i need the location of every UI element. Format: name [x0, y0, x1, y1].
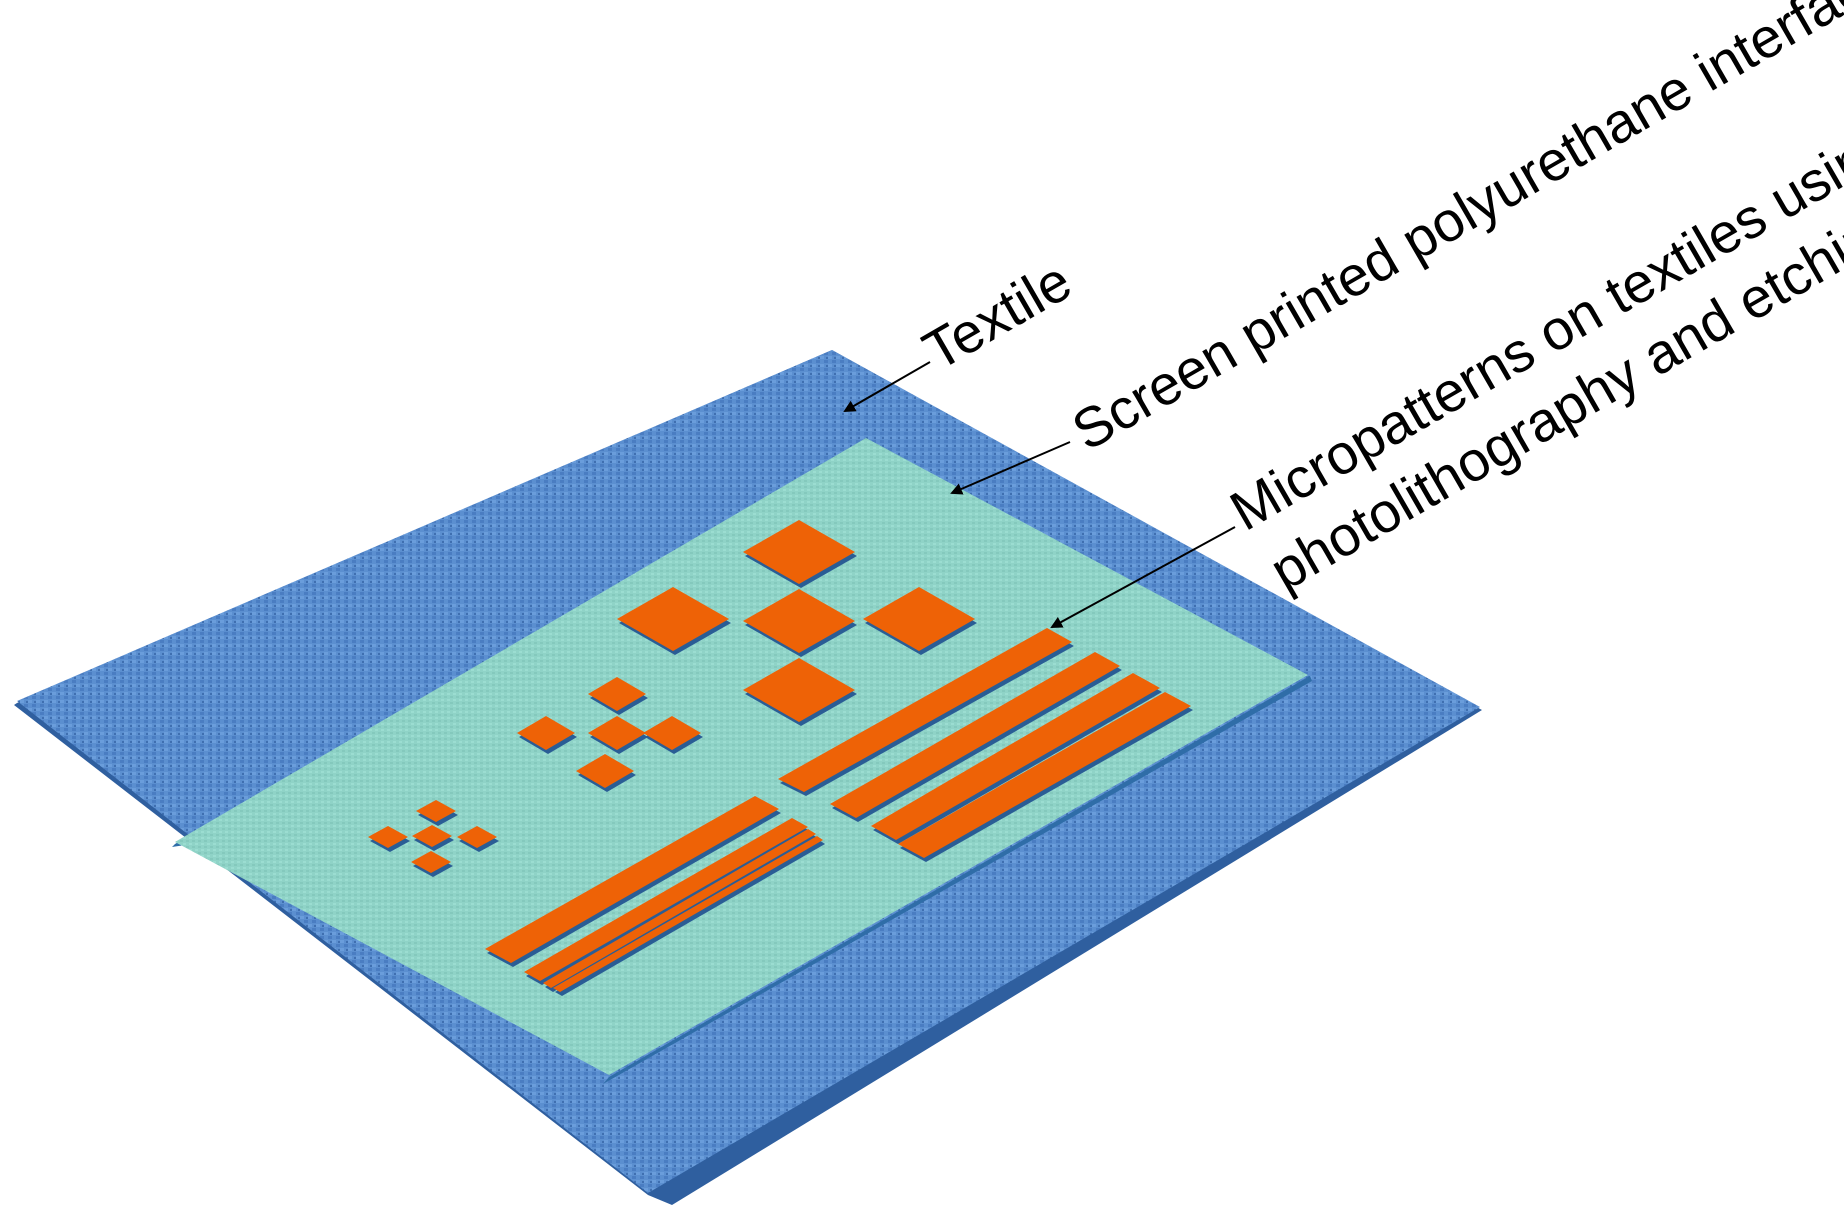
medium-square-left: [517, 716, 575, 750]
medium-square-right: [643, 716, 701, 750]
interface-layer: [172, 438, 1312, 1084]
medium-square-top: [588, 677, 646, 711]
line-wide-4: [898, 692, 1191, 858]
line-left-4: [553, 836, 823, 992]
micropatterns-arrow: [1050, 526, 1236, 628]
large-square-bottom: [743, 658, 855, 722]
line-wide-3: [871, 673, 1160, 840]
large-square-left: [617, 587, 729, 651]
line-wide-2: [830, 652, 1120, 818]
medium-square-center: [588, 716, 646, 750]
small-square-center: [412, 825, 452, 847]
small-square-bottom: [411, 851, 451, 873]
small-square-right: [457, 826, 497, 848]
line-left-2: [524, 818, 808, 981]
textile-arrow: [843, 361, 931, 412]
small-square-top: [416, 800, 456, 822]
medium-square-bottom: [576, 754, 634, 788]
line-left-1: [485, 796, 779, 963]
large-square-right: [863, 587, 975, 651]
small-square-left: [368, 826, 408, 848]
leader-arrows: [843, 361, 1236, 628]
interface-arrow: [950, 441, 1071, 495]
line-left-3-shadow: [545, 833, 818, 992]
line-wide-1: [778, 628, 1072, 792]
line-left-4-shadow: [555, 840, 825, 996]
interface-layer-surface: [175, 438, 1308, 1075]
large-square-top: [743, 520, 855, 584]
line-left-3: [543, 829, 816, 988]
micropatterns: [368, 520, 1193, 996]
textile-label: Textile: [913, 248, 1082, 382]
large-square-center: [743, 589, 855, 653]
